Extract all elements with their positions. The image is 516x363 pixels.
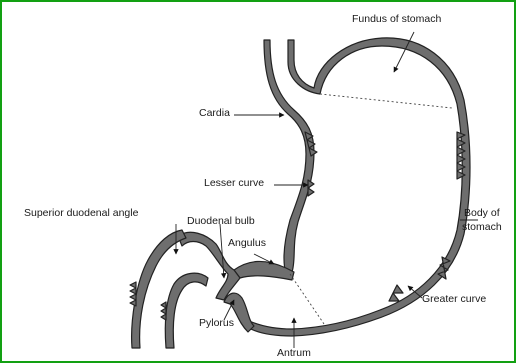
- label-pylorus: Pylorus: [199, 318, 234, 330]
- fundus-body-boundary: [320, 94, 452, 108]
- label-superior-duodenal-angle: Superior duodenal angle: [24, 208, 138, 220]
- label-angulus: Angulus: [228, 238, 266, 250]
- duodenum-inner-rugae: [161, 302, 166, 320]
- label-body-line2: stomach: [462, 222, 502, 234]
- greater-curve-rugae: [389, 132, 465, 301]
- duodenum-inner-wall: [165, 273, 208, 348]
- greater-curve-wall: [247, 38, 470, 336]
- label-antrum: Antrum: [277, 348, 311, 360]
- label-greater-curve: Greater curve: [422, 294, 486, 306]
- label-body-line1: Body of: [464, 208, 500, 220]
- duodenum-rugae: [130, 282, 136, 306]
- lesser-curve-wall: [264, 40, 314, 274]
- label-lesser-curve: Lesser curve: [204, 178, 264, 190]
- antrum-boundary: [290, 274, 324, 324]
- label-duodenal-bulb: Duodenal bulb: [187, 216, 255, 228]
- label-cardia: Cardia: [199, 108, 230, 120]
- label-fundus: Fundus of stomach: [352, 14, 441, 26]
